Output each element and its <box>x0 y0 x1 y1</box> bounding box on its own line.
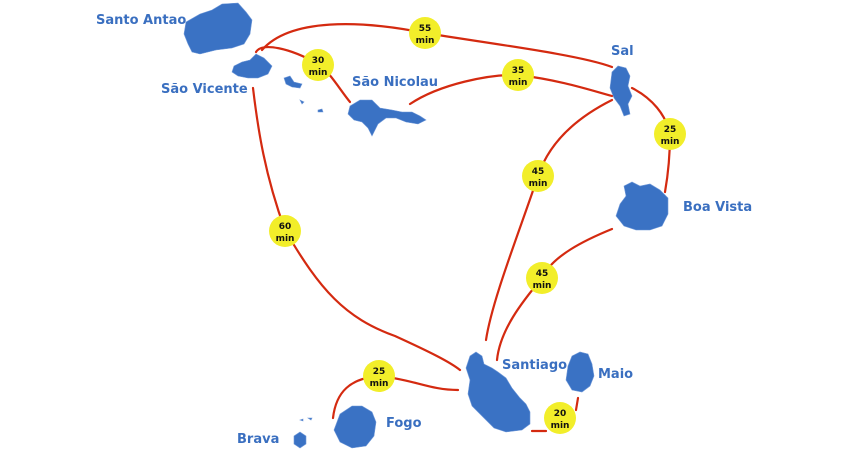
label-fogo: Fogo <box>386 416 422 431</box>
label-maio: Maio <box>598 367 633 382</box>
island-sao-nicolau[interactable] <box>347 99 427 137</box>
time-badge-sal-boa-vista: 25 min <box>654 118 686 150</box>
svg-text:20: 20 <box>554 409 567 419</box>
svg-text:25: 25 <box>664 125 677 135</box>
svg-text:45: 45 <box>536 269 549 279</box>
island-sal[interactable] <box>609 65 633 117</box>
svg-text:55: 55 <box>419 24 432 34</box>
label-santo-antao: Santo Antao <box>96 13 186 28</box>
route-sao-vicente-sao-nicolau <box>254 46 352 104</box>
island-boa-vista[interactable] <box>615 181 669 231</box>
time-badge-boa-vista-santiago: 45 min <box>526 262 558 294</box>
time-badge-sao-vicente-sao-nicolau: 30 min <box>302 49 334 81</box>
svg-text:45: 45 <box>532 167 545 177</box>
svg-text:60: 60 <box>279 222 292 232</box>
route-santiago-maio <box>530 396 580 433</box>
island-santiago[interactable] <box>465 351 531 433</box>
svg-text:min: min <box>416 36 435 46</box>
time-badge-santiago-maio: 20 min <box>544 402 576 434</box>
svg-text:min: min <box>509 78 528 88</box>
svg-text:30: 30 <box>312 56 325 66</box>
label-brava: Brava <box>237 432 279 447</box>
svg-text:min: min <box>309 68 328 78</box>
island-fogo[interactable] <box>333 405 377 449</box>
label-sao-vicente: São Vicente <box>161 82 248 97</box>
island-raso[interactable] <box>299 99 324 113</box>
island-maio[interactable] <box>565 351 595 393</box>
route-sal-santiago <box>484 98 614 342</box>
svg-text:min: min <box>370 379 389 389</box>
time-badge-sal-santiago: 45 min <box>522 160 554 192</box>
time-badge-santo-antao-sal: 55 min <box>409 17 441 49</box>
island-sao-vicente[interactable] <box>231 53 273 79</box>
svg-text:35: 35 <box>512 66 525 76</box>
time-badge-sao-nicolau-sal: 35 min <box>502 59 534 91</box>
label-santiago: Santiago <box>502 358 567 373</box>
route-boa-vista-santiago <box>495 227 614 362</box>
svg-text:min: min <box>533 281 552 291</box>
time-badge-santiago-fogo: 25 min <box>363 360 395 392</box>
label-sao-nicolau: São Nicolau <box>352 75 438 90</box>
svg-text:min: min <box>276 234 295 244</box>
svg-text:min: min <box>661 137 680 147</box>
label-sal: Sal <box>611 44 634 59</box>
svg-text:min: min <box>529 179 548 189</box>
label-boa-vista: Boa Vista <box>683 200 752 215</box>
svg-text:25: 25 <box>373 367 386 377</box>
island-santo-antao[interactable] <box>183 2 253 55</box>
island-brava[interactable] <box>293 417 313 449</box>
time-badge-sao-vicente-santiago: 60 min <box>269 215 301 247</box>
island-santa-luzia[interactable] <box>283 75 303 89</box>
route-sao-vicente-santiago <box>251 86 462 372</box>
svg-text:min: min <box>551 421 570 431</box>
